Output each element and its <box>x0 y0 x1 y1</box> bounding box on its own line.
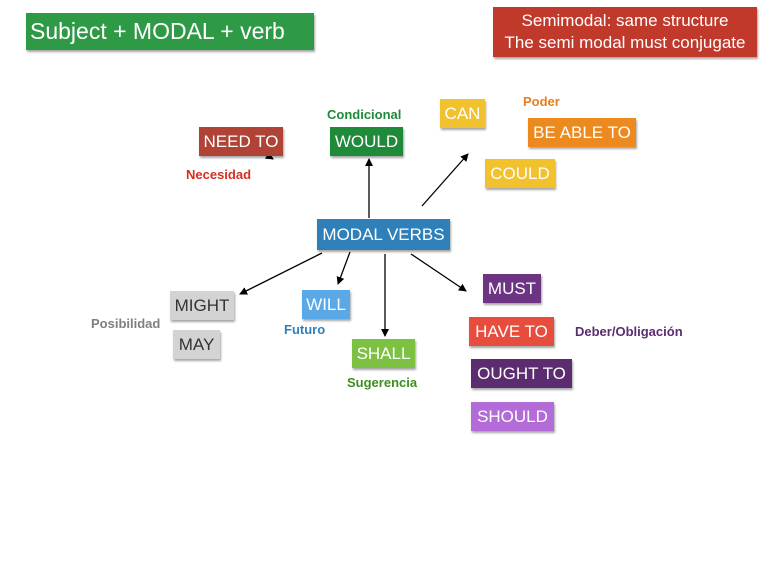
label-sugerencia: Sugerencia <box>347 375 418 390</box>
node-must: MUST <box>483 274 541 303</box>
semimodal-note: Semimodal: same structure The semi modal… <box>493 7 757 57</box>
node-be-able-to: BE ABLE TO <box>528 118 636 147</box>
node-have-to: HAVE TO <box>469 317 554 346</box>
arrow-to-will <box>336 251 351 285</box>
label-condicional: Condicional <box>327 107 402 122</box>
node-should: SHOULD <box>471 402 554 431</box>
title-box: Subject + MODAL + verb <box>26 13 314 50</box>
arrow-to-must <box>410 253 467 292</box>
semimodal-note-line2: The semi modal must conjugate <box>504 33 746 52</box>
label-futuro: Futuro <box>284 322 326 337</box>
node-shall: SHALL <box>352 339 415 368</box>
node-would: WOULD <box>330 127 403 156</box>
label-poder: Poder <box>523 94 560 109</box>
node-might: MIGHT <box>170 291 234 320</box>
label-deber-obligacion: Deber/Obligación <box>575 324 683 339</box>
node-can: CAN <box>440 99 485 128</box>
arrow-to-can <box>421 153 469 207</box>
node-need-to: NEED TO <box>199 127 283 156</box>
center-node-modal-verbs: MODAL VERBS <box>317 219 450 250</box>
arrow-to-might <box>239 252 323 295</box>
label-necesidad: Necesidad <box>186 167 252 182</box>
label-posibilidad: Posibilidad <box>91 316 161 331</box>
node-could: COULD <box>485 159 555 188</box>
node-may: MAY <box>173 330 220 359</box>
semimodal-note-line1: Semimodal: same structure <box>521 11 729 30</box>
node-will: WILL <box>302 290 350 319</box>
node-ought-to: OUGHT TO <box>471 359 572 388</box>
